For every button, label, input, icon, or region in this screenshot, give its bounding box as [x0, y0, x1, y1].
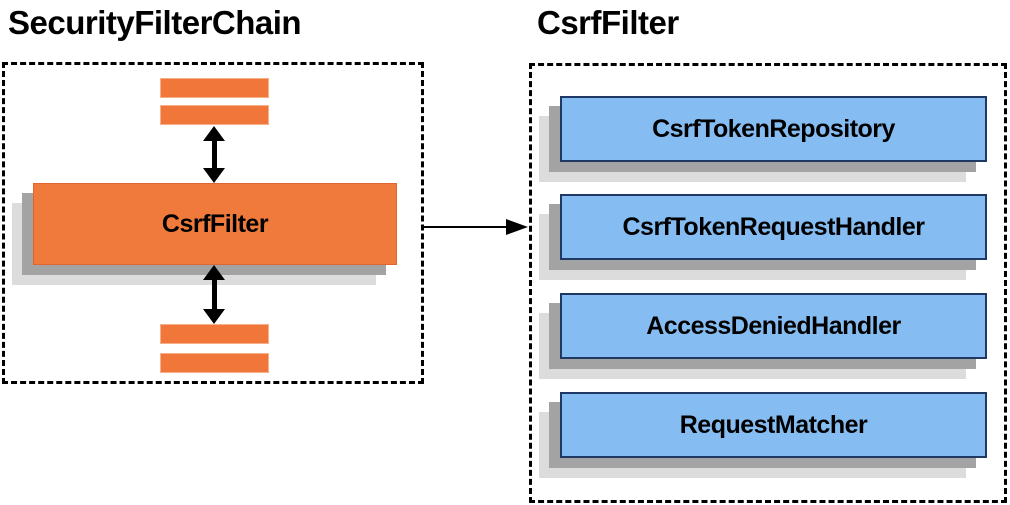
component-box-label: AccessDeniedHandler	[646, 311, 901, 340]
component-box-label: CsrfTokenRepository	[652, 114, 895, 143]
bidirectional-arrow-bottom	[203, 265, 225, 324]
bidirectional-arrow-top	[203, 126, 225, 183]
arrow-shaft	[211, 141, 217, 168]
arrow-shaft	[424, 226, 510, 228]
csrf-filter-box-label: CsrfFilter	[161, 209, 269, 238]
arrowhead-down-icon	[203, 168, 225, 183]
arrowhead-up-icon	[203, 126, 225, 141]
arrowhead-right-icon	[506, 219, 528, 235]
arrowhead-up-icon	[203, 265, 225, 280]
component-box-csrf-token-repository: CsrfTokenRepository	[560, 96, 987, 162]
component-box-request-matcher: RequestMatcher	[560, 392, 987, 458]
component-box-label: RequestMatcher	[679, 410, 868, 439]
arrowhead-down-icon	[203, 309, 225, 324]
security-filter-chain-container: CsrfFilter	[2, 62, 424, 384]
component-box-label: CsrfTokenRequestHandler	[622, 212, 926, 241]
filter-bar	[160, 78, 269, 98]
flow-arrow	[424, 219, 528, 235]
left-panel-title: SecurityFilterChain	[8, 4, 302, 41]
component-box-csrf-token-request-handler: CsrfTokenRequestHandler	[560, 194, 987, 260]
arrow-shaft	[211, 280, 217, 309]
filter-bar	[160, 324, 269, 344]
component-box-access-denied-handler: AccessDeniedHandler	[560, 293, 987, 359]
right-panel-title: CsrfFilter	[537, 4, 679, 41]
csrf-filter-components-container: CsrfTokenRepository CsrfTokenRequestHand…	[529, 63, 1007, 503]
filter-bar	[160, 105, 269, 125]
filter-bar	[160, 353, 269, 373]
csrf-filter-box: CsrfFilter	[33, 183, 397, 265]
